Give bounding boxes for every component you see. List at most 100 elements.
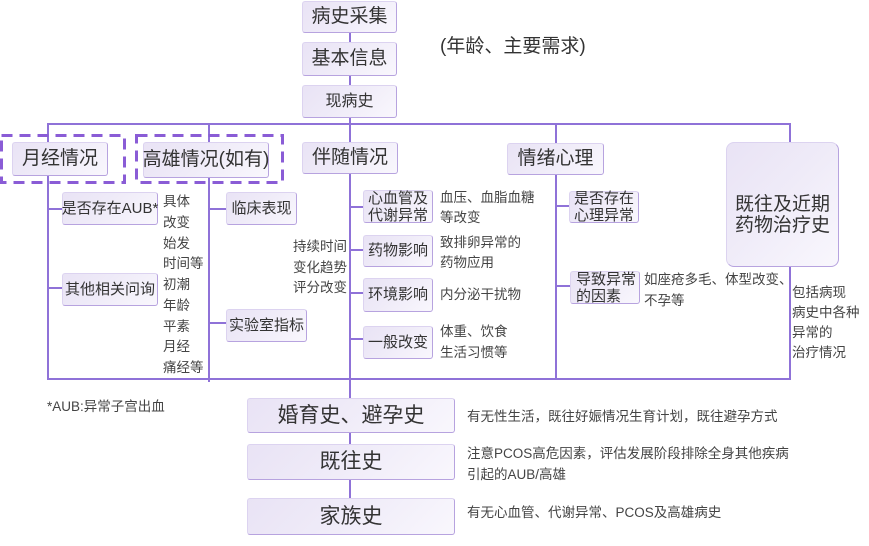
aub-footnote: *AUB:异常子宫出血 xyxy=(47,399,165,414)
subtopic-aub-label: 是否存在AUB* xyxy=(61,199,159,217)
note-line: 不孕等 xyxy=(644,292,685,308)
branch-bus-top xyxy=(47,123,791,125)
label-line: 心理异常 xyxy=(573,207,634,224)
topic-psychology: 情绪心理 xyxy=(507,143,604,175)
note-line: 评分改变 xyxy=(293,280,347,295)
subtopic-environment: 环境影响 xyxy=(363,278,433,312)
note-line: 改变 xyxy=(163,214,190,230)
subtopic-cardio-metabolic: 心血管及 代谢异常 xyxy=(363,189,433,224)
branch-line-medication-top xyxy=(789,123,791,143)
subtopic-other-inquiry-label: 其他相关问询 xyxy=(64,280,155,298)
basic-info-note: (年龄、主要需求) xyxy=(440,36,586,57)
topic-hyperandrogenism-label: 高雄情况(如有) xyxy=(142,148,270,170)
label-line: 一般改变 xyxy=(367,333,428,351)
note-line: 治疗情况 xyxy=(792,345,846,360)
psych-factors-note: 如座疮多毛、体型改变、 不孕等 xyxy=(644,270,793,311)
topic-psychology-label: 情绪心理 xyxy=(517,147,594,169)
topic-hyperandrogenism: 高雄情况(如有) xyxy=(143,142,269,178)
connector-marriage-to-past xyxy=(349,432,351,445)
connector-present-illness-to-bus xyxy=(349,117,351,125)
topic-medication-history: 既往及近期 药物治疗史 xyxy=(726,142,839,267)
note-line: 生活习惯等 xyxy=(440,345,508,360)
note-line: 异常的 xyxy=(792,325,833,340)
note-line: 变化趋势 xyxy=(293,259,347,275)
drug-influence-note: 致排卵异常的 药物应用 xyxy=(440,233,521,273)
subtopic-psych-factors: 导致异常 的因素 xyxy=(570,270,640,305)
aub-note: 具体 改变 始发 时间等 xyxy=(163,192,204,275)
note-line: 注意PCOS高危因素，评估发展阶段排除全身其他疾病 xyxy=(467,446,789,461)
topic-past-history-label: 既往史 xyxy=(319,450,383,474)
connector-cardio xyxy=(350,206,364,208)
connector-psych-abnormal xyxy=(556,205,570,207)
connector-past-to-family xyxy=(349,479,351,499)
general-change-note: 体重、饮食 生活习惯等 xyxy=(440,321,508,363)
topic-present-illness-label: 现病史 xyxy=(325,92,374,110)
branch-line-medication-bottom xyxy=(789,266,791,380)
other-inquiry-note: 初潮 年龄 平素 月经 痛经等 xyxy=(163,275,204,379)
connector-environment xyxy=(350,292,364,294)
branch-line-menstruation xyxy=(47,123,49,380)
note-line: 包括病现 xyxy=(792,285,846,300)
connector-psych-factors xyxy=(556,285,571,287)
family-history-note: 有无心血管、代谢异常、PCOS及高雄病史 xyxy=(467,503,721,523)
subtopic-psych-abnormal: 是否存在 心理异常 xyxy=(569,190,639,224)
topic-basic-info-label: 基本信息 xyxy=(311,47,388,69)
subtopic-drug-influence: 药物影响 xyxy=(363,235,433,267)
note-line: 有无性生活，既往好娠情况生育计划，既往避孕方式 xyxy=(467,409,778,424)
topic-root-label: 病史采集 xyxy=(311,5,388,27)
connector-other-inquiry xyxy=(48,287,63,289)
highlight-frame-hyperandrogenism xyxy=(135,134,284,184)
note-line: 月经 xyxy=(163,339,190,355)
label-line: 代谢异常 xyxy=(367,206,428,224)
note-line: 始发 xyxy=(163,235,190,251)
connector-clinical xyxy=(209,208,227,210)
connector-lab xyxy=(209,322,227,324)
label-line: 导致异常 xyxy=(576,270,637,288)
subtopic-lab-indicators: 实验室指标 xyxy=(226,309,307,342)
topic-root: 病史采集 xyxy=(302,1,397,33)
branch-bus-bottom xyxy=(47,378,791,380)
note-line: 药物应用 xyxy=(440,255,494,270)
note-line: 时间等 xyxy=(163,256,204,272)
highlight-frame-menstruation xyxy=(0,134,126,184)
subtopic-general-change: 一般改变 xyxy=(363,326,433,359)
label-line: 既往及近期 xyxy=(734,193,830,215)
subtopic-clinical-manifestation: 临床表现 xyxy=(226,192,297,225)
cardio-metabolic-note: 血压、血脂血糖 等改变 xyxy=(440,188,535,228)
topic-accompanying: 伴随情况 xyxy=(302,142,398,174)
topic-menstruation-label: 月经情况 xyxy=(21,147,98,169)
branch-line-hyperandrogenism xyxy=(208,123,210,382)
topic-menstruation: 月经情况 xyxy=(12,142,108,176)
environment-note: 内分泌干扰物 xyxy=(440,285,521,305)
hyperandrogenism-note: 持续时间 变化趋势 评分改变 xyxy=(277,237,347,299)
subtopic-aub: 是否存在AUB* xyxy=(62,192,158,225)
topic-accompanying-label: 伴随情况 xyxy=(311,146,388,168)
label-line: 药物影响 xyxy=(367,242,428,259)
note-line: 持续时间 xyxy=(293,239,347,254)
label-line: 心血管及 xyxy=(367,189,428,207)
note-line: 具体 xyxy=(163,194,190,209)
connector-general xyxy=(350,338,364,340)
note-line: 痛经等 xyxy=(163,360,204,376)
label-line: 是否存在 xyxy=(573,190,634,207)
connector-drug xyxy=(350,249,364,251)
branch-line-accompanying xyxy=(349,123,351,399)
medication-history-note: 包括病现 病史中各种 异常的 治疗情况 xyxy=(792,283,860,363)
topic-basic-info: 基本信息 xyxy=(302,42,397,76)
topic-family-history: 家族史 xyxy=(247,498,455,535)
note-line: 体重、饮食 xyxy=(440,324,508,339)
label-line: 的因素 xyxy=(576,287,622,305)
note-line: 血压、血脂血糖 xyxy=(440,190,535,205)
note-line: 年龄 xyxy=(163,297,190,313)
note-line: 有无心血管、代谢异常、PCOS及高雄病史 xyxy=(467,505,722,520)
subtopic-clinical-label: 临床表现 xyxy=(231,199,292,217)
marriage-history-note: 有无性生活，既往好娠情况生育计划，既往避孕方式 xyxy=(467,407,778,427)
topic-present-illness: 现病史 xyxy=(302,85,397,118)
connector-root-to-basic-info xyxy=(349,32,351,43)
connector-aub xyxy=(48,208,63,210)
branch-line-psychology xyxy=(555,123,557,380)
note-line: 平素 xyxy=(163,318,190,334)
past-history-note: 注意PCOS高危因素，评估发展阶段排除全身其他疾病 引起的AUB/高雄 xyxy=(467,443,789,485)
topic-family-history-label: 家族史 xyxy=(319,504,383,528)
